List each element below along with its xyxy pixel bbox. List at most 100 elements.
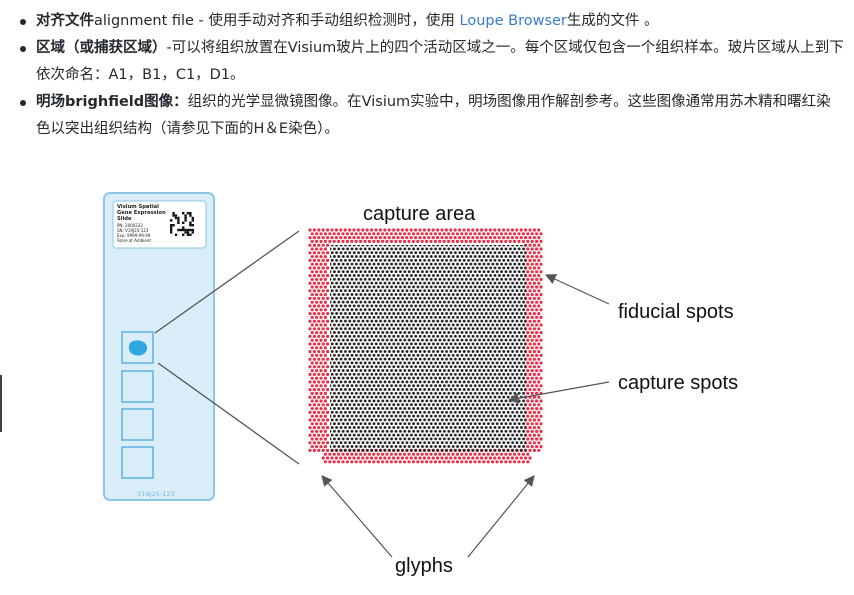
fiducial-spot — [308, 395, 312, 399]
fiducial-spot — [537, 334, 541, 338]
fiducial-spot — [513, 239, 517, 243]
fiducial-spot — [372, 239, 376, 243]
fiducial-spot — [323, 239, 327, 243]
fiducial-spot — [471, 456, 475, 460]
fiducial-spot — [317, 251, 321, 255]
fiducial-spot — [416, 232, 420, 236]
zoom-line — [157, 362, 300, 465]
fiducial-spot — [510, 456, 514, 460]
fiducial-spot — [458, 236, 462, 240]
fiducial-spot — [440, 228, 444, 232]
fiducial-spot — [319, 346, 323, 350]
fiducial-spot — [323, 255, 327, 259]
fiducial-spot — [526, 277, 530, 281]
fiducial-spot — [517, 232, 521, 236]
fiducial-spot — [504, 460, 508, 464]
fiducial-spot — [359, 239, 363, 243]
fiducial-spot — [409, 456, 413, 460]
fiducial-spot — [315, 353, 319, 357]
qr-module — [189, 212, 192, 215]
fiducial-spot — [484, 456, 488, 460]
fiducial-spot — [323, 232, 327, 236]
fiducial-spot — [526, 308, 530, 312]
fiducial-spot — [508, 232, 512, 236]
fiducial-spot — [308, 357, 312, 361]
fiducial-spot — [312, 441, 316, 445]
fiducial-spot — [326, 410, 330, 414]
qr-module — [179, 228, 182, 232]
fiducial-spot — [317, 228, 321, 232]
slide-title-line: Gene Expression — [117, 210, 166, 216]
fiducial-spot — [532, 258, 537, 262]
fiducial-spot — [317, 274, 321, 278]
fiducial-spot — [308, 319, 312, 323]
fiducial-spot — [400, 236, 404, 240]
fiducial-spot — [504, 452, 508, 456]
fiducial-spot — [433, 452, 437, 456]
fiducial-spot — [526, 262, 530, 266]
slide-title-line: Visium Spatial — [117, 204, 159, 210]
fiducial-spot — [345, 239, 349, 243]
fiducial-spot — [537, 433, 541, 437]
fiducial-spot — [326, 319, 330, 323]
fiducial-spot — [315, 277, 319, 281]
fiducial-spot — [312, 266, 316, 270]
fiducial-spot — [535, 391, 539, 395]
fiducial-spot — [455, 452, 459, 456]
fiducial-spot — [473, 239, 477, 243]
fiducial-spot — [537, 319, 541, 323]
fiducial-spot — [354, 239, 358, 243]
fiducial-spot — [418, 456, 422, 460]
fiducial-spot — [328, 232, 332, 236]
fiducial-spot — [330, 456, 334, 460]
fiducial-spot — [343, 456, 347, 460]
capture-area-label: capture area — [363, 203, 476, 225]
fiducial-spot — [526, 414, 530, 418]
fiducial-spot — [400, 228, 404, 232]
fiducial-spot — [451, 239, 455, 243]
fiducial-spot — [321, 388, 325, 392]
fiducial-spot — [513, 460, 517, 464]
fiducial-spot — [528, 334, 532, 338]
fiducial-spot — [315, 293, 319, 297]
fiducial-spot — [535, 422, 539, 426]
fiducial-spot — [326, 236, 330, 240]
fiducial-spot — [310, 270, 314, 274]
fiducial-spot — [444, 236, 448, 240]
qr-module — [172, 212, 175, 215]
fiducial-spot — [469, 232, 473, 236]
fiducial-spot — [315, 338, 319, 342]
fiducial-spot — [323, 247, 327, 251]
fiducial-spot — [495, 452, 499, 456]
fiducial-spot — [321, 296, 325, 300]
fiducial-spot — [537, 266, 541, 270]
fiducial-spot — [535, 323, 539, 327]
fiducial-spot — [389, 232, 393, 236]
fiducial-spot — [532, 243, 537, 247]
fiducial-spot — [326, 456, 330, 460]
fiducial-spot — [539, 323, 543, 327]
fiducial-spot — [337, 460, 341, 464]
fiducial-spot — [317, 296, 321, 300]
fiducial-spot — [416, 460, 420, 464]
fiducial-spot — [319, 308, 323, 312]
fiducial-spot — [422, 456, 426, 460]
fiducial-spot — [484, 228, 488, 232]
fiducial-spot — [326, 228, 330, 232]
fiducial-spot — [326, 334, 330, 338]
fiducial-spot — [319, 293, 323, 297]
fiducial-spot — [326, 296, 330, 300]
fiducial-spot — [321, 433, 325, 437]
fiducial-spot — [339, 236, 343, 240]
fiducial-spot — [321, 456, 325, 460]
fiducial-spot — [526, 452, 530, 456]
fiducial-spot — [315, 270, 319, 274]
loupe-browser-link[interactable]: Loupe Browser — [459, 13, 567, 29]
fiducial-spot — [321, 304, 325, 308]
fiducial-spot — [464, 460, 468, 464]
fiducial-spot — [381, 232, 385, 236]
fiducial-spot — [310, 308, 314, 312]
fiducial-spot — [315, 308, 319, 312]
fiducial-spot — [370, 456, 374, 460]
fiducial-spot — [323, 452, 327, 456]
